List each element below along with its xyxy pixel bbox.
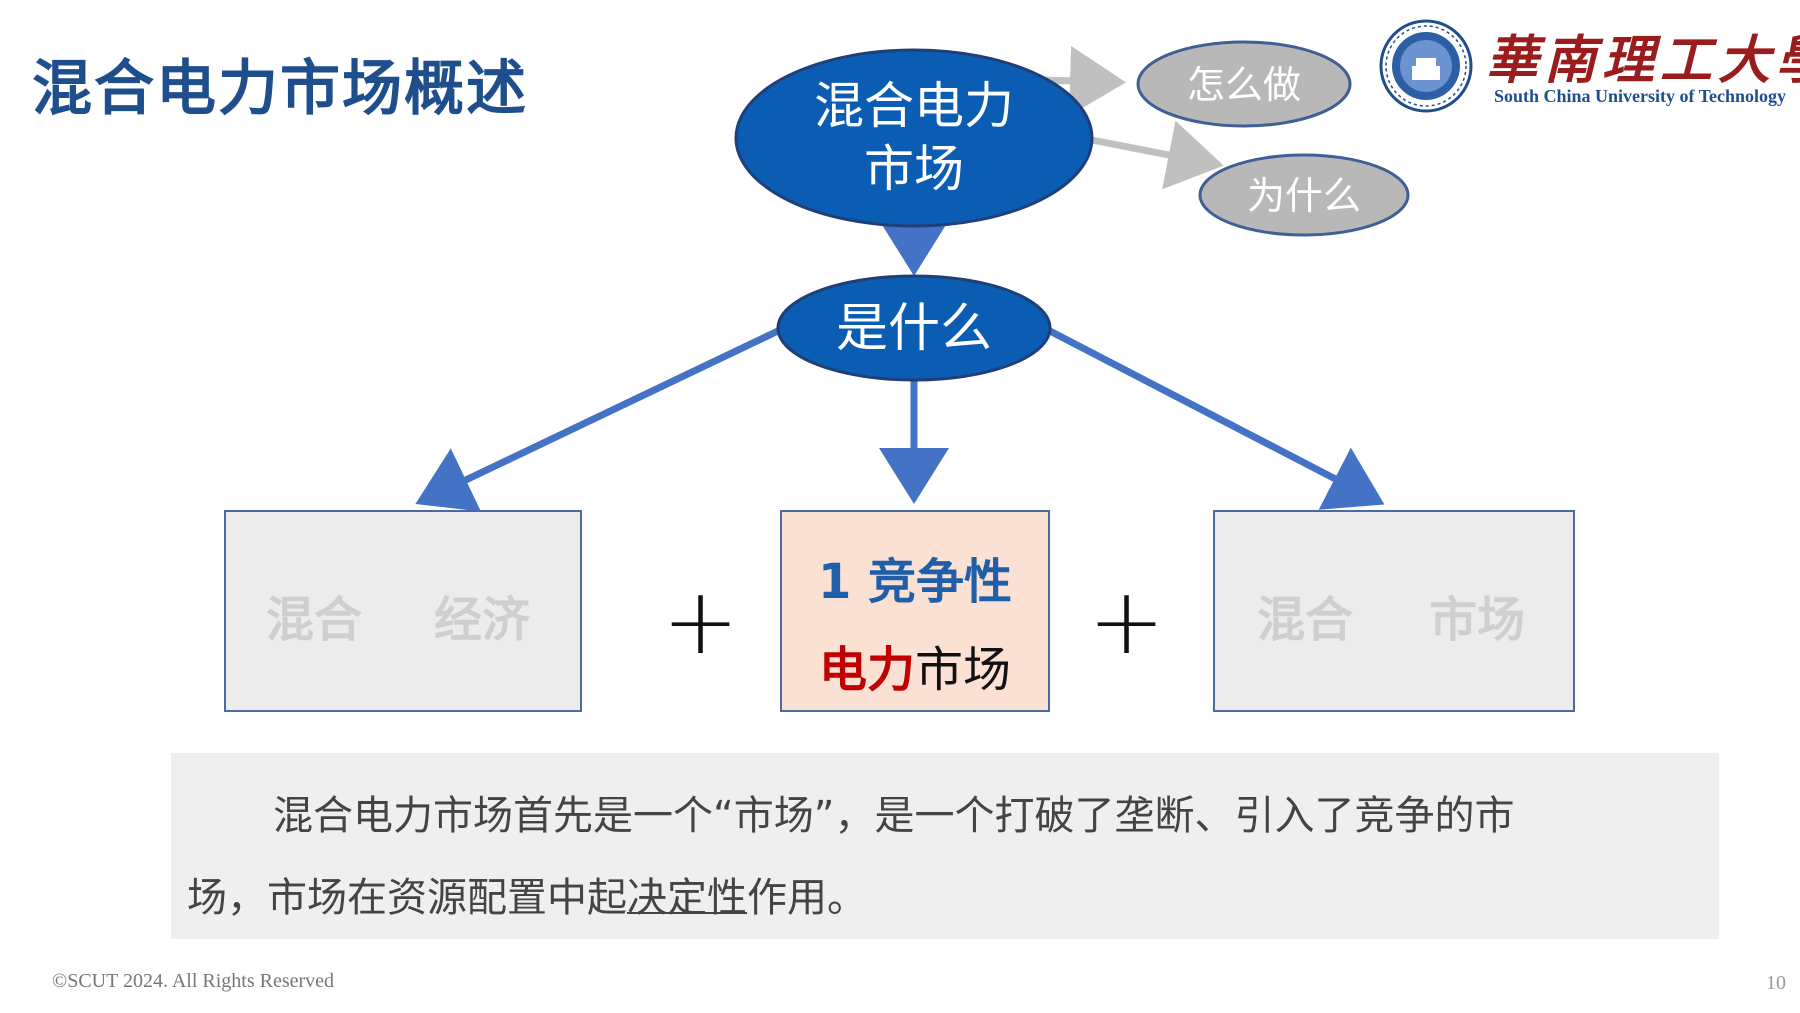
university-name-cn: 華南理工大學 [1486, 30, 1800, 91]
center-node-line1: 混合电力 [814, 77, 1014, 135]
copyright-footer: ©SCUT 2024. All Rights Reserved [52, 970, 335, 992]
description-line1: 混合电力市场首先是一个“市场”，是一个打破了垄断、引入了竞争的市 [273, 793, 1515, 839]
why-node [1198, 153, 1410, 237]
description-line2-end: 作用。 [747, 875, 867, 921]
box-mixed-economy: 混合 经济 [224, 510, 582, 712]
box-mixed-market-word1: 混合 [1257, 592, 1354, 648]
power-highlight: 电力 [818, 642, 915, 698]
plus-operator-2: + [1088, 568, 1166, 675]
university-name-en: South China University of Technology [1494, 86, 1787, 106]
how-node [1136, 40, 1352, 128]
description-line2: 场，市场在资源配置中起决定性作用。 [187, 865, 867, 923]
arrow-to-how [1039, 45, 1126, 116]
university-seal-icon [1379, 19, 1473, 113]
why-node-label: 为什么 [1247, 174, 1361, 218]
center-node [734, 48, 1094, 228]
box-mixed-market-word2: 市场 [1429, 592, 1526, 648]
box-competitive-label: 1 竞争性 [817, 554, 1013, 610]
arrow-to-why [1091, 120, 1224, 190]
box-mixed-economy-word1: 混合 [266, 592, 363, 648]
plus-operator-1: + [662, 568, 740, 675]
what-node-label: 是什么 [836, 299, 992, 359]
description-underlined: 决定性 [627, 875, 747, 921]
description-line2-start: 场，市场在资源配置中起 [187, 875, 627, 921]
arrow-what-to-left [415, 326, 782, 512]
box-competitive-power-market: 1 竞争性 电力市场 [780, 510, 1050, 712]
box-mixed-economy-word2: 经济 [434, 592, 531, 648]
market-text: 市场 [915, 642, 1012, 698]
page-number: 10 [1766, 972, 1786, 994]
box-power-market-label: 电力市场 [782, 630, 1048, 700]
arrow-what-to-right [1046, 326, 1385, 510]
box-mixed-market: 混合 市场 [1213, 510, 1575, 712]
what-node [776, 274, 1052, 382]
center-node-line2: 市场 [864, 140, 964, 198]
slide-title: 混合电力市场概述 [32, 54, 528, 124]
description-panel: 混合电力市场首先是一个“市场”，是一个打破了垄断、引入了竞争的市 场，市场在资源… [171, 753, 1719, 939]
how-node-label: 怎么做 [1187, 63, 1301, 107]
